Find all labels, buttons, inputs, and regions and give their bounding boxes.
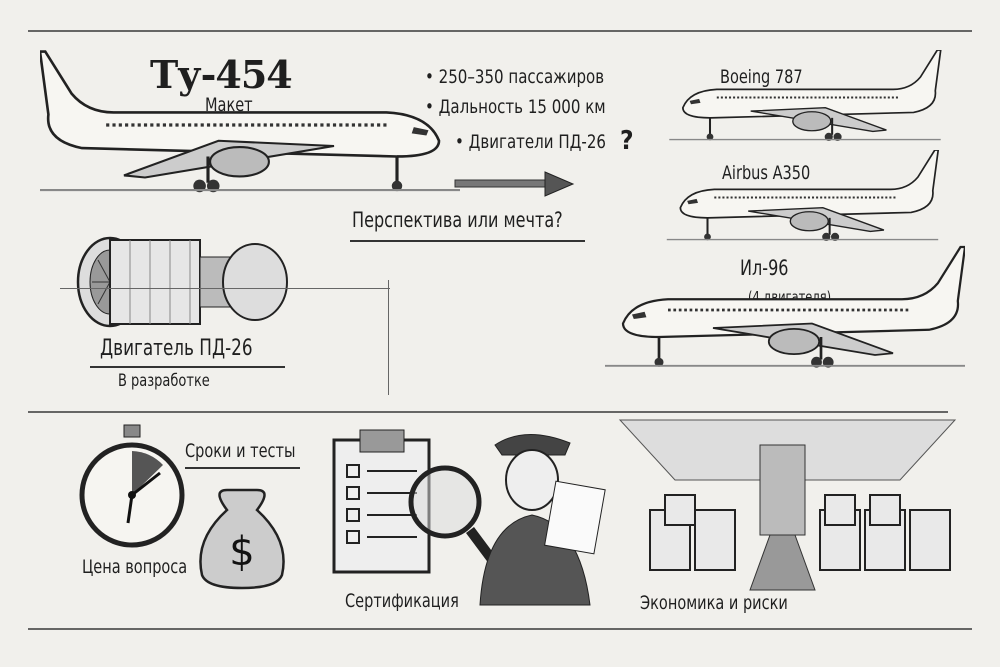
engine-title-underline bbox=[90, 366, 285, 368]
bottom-rule bbox=[28, 628, 972, 630]
arrow-icon bbox=[454, 171, 575, 197]
tagline: Перспектива или мечта? bbox=[352, 208, 563, 232]
engine-frame-line-vertical bbox=[388, 280, 389, 395]
airbus-a350-label: Airbus A350 bbox=[722, 162, 811, 184]
question-mark: ? bbox=[620, 126, 634, 156]
inspector-figure-illustration bbox=[479, 434, 606, 606]
spec-passengers: • 250–350 пассажиров bbox=[425, 66, 605, 88]
spec-engines: • Двигатели ПД-26 bbox=[455, 131, 606, 153]
engine-frame-line bbox=[60, 288, 390, 289]
il-96-label: Ил-96 bbox=[740, 256, 789, 280]
money-bag-icon: $ bbox=[199, 488, 285, 590]
clipboard-checklist-icon bbox=[332, 429, 431, 574]
aircraft-cabin-illustration bbox=[618, 419, 957, 591]
il-96-plane-illustration bbox=[605, 245, 965, 369]
economics-label: Экономика и риски bbox=[640, 592, 788, 614]
stopwatch-icon bbox=[79, 424, 185, 548]
boeing-787-plane-illustration bbox=[668, 50, 942, 143]
cost-label: Цена вопроса bbox=[82, 556, 188, 578]
timeline-label: Сроки и тесты bbox=[185, 440, 296, 462]
pd-26-engine-illustration bbox=[76, 236, 288, 328]
middle-rule bbox=[28, 411, 948, 413]
page-title: Ту-454 bbox=[150, 52, 293, 97]
svg-text:$: $ bbox=[229, 529, 254, 575]
mockup-label: Макет bbox=[205, 94, 253, 116]
top-rule bbox=[28, 30, 972, 32]
airbus-a350-plane-illustration bbox=[665, 150, 940, 243]
engine-status: В разработке bbox=[118, 371, 210, 391]
certification-label: Сертификация bbox=[345, 590, 459, 612]
tagline-underline bbox=[350, 240, 585, 242]
spec-range: • Дальность 15 000 км bbox=[425, 96, 606, 118]
engine-title: Двигатель ПД-26 bbox=[100, 336, 253, 361]
boeing-787-label: Boeing 787 bbox=[720, 66, 803, 88]
timeline-underline bbox=[185, 467, 300, 469]
